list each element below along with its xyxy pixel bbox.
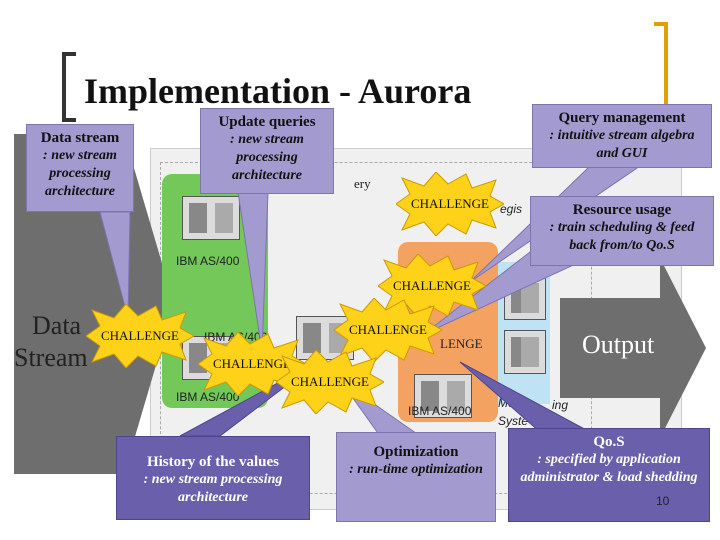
qos-callout: Qo.S : specified by application administ… [508,428,710,522]
monitoring-text-fragment: ing [552,398,569,412]
server-icon [504,330,546,374]
resource-usage-callout: Resource usage : train scheduling & feed… [530,196,714,266]
server-label: IBM AS/400 [176,254,240,268]
title-bracket-left [62,52,76,122]
callout-body: : intuitive stream algebra and GUI [549,128,695,161]
challenge-burst: CHALLENGE [86,304,194,368]
callout-body: : new stream processing architecture [43,148,117,199]
challenge-label: CHALLENGE [411,196,489,211]
history-callout: History of the values : new stream proce… [116,436,310,520]
challenge-label: CHALLENGE [291,374,369,389]
callout-body: : specified by application administrator… [520,452,698,485]
data-label: Data [32,311,82,340]
callout-heading: Optimization [373,444,459,460]
challenge-label: CHALLENGE [101,328,179,343]
query-text-fragment: ery [354,176,371,191]
callout-heading: History of the values [146,454,280,470]
challenge-label: CHALLENGE [213,356,291,371]
output-label: Output [582,330,655,359]
callout-heading: Data stream [40,130,120,146]
callout-body: : new stream processing architecture [230,132,304,183]
challenge-burst: CHALLENGE [334,298,442,362]
page-number: 10 [656,494,670,508]
server-label: IBM AS/400 [176,390,240,404]
callout-body: : run-time optimization [349,462,483,477]
server-label: IBM AS/400 [408,404,472,418]
stream-label: Stream [14,343,88,372]
input-arrow [14,134,174,474]
query-management-callout: Query management : intuitive stream alge… [532,104,712,168]
server-icon [182,196,240,240]
challenge-burst: CHALLENGE [276,350,384,414]
registry-text-fragment: egis [500,202,523,216]
data-stream-callout: Data stream : new stream processing arch… [26,124,134,212]
callout-body: : train scheduling & feed back from/to Q… [549,220,695,253]
challenge-label: CHALLENGE [393,278,471,293]
callout-body: : new stream processing architecture [143,472,283,505]
callout-heading: Query management [558,110,686,126]
callout-heading: Resource usage [572,202,672,218]
page-title: Implementation - Aurora [84,71,472,111]
challenge-burst: CHALLENGE [396,172,504,236]
system-text-fragment: Syste [498,414,529,428]
optimization-callout: Optimization : run-time optimization [336,432,496,522]
challenge-text-fragment: LENGE [440,336,483,351]
callout-heading: Qo.S [593,434,625,450]
challenge-label: CHALLENGE [349,322,427,337]
callout-heading: Update queries [218,114,316,130]
output-arrow [560,258,706,438]
server-icon [414,374,472,418]
update-queries-callout: Update queries : new stream processing a… [200,108,334,194]
